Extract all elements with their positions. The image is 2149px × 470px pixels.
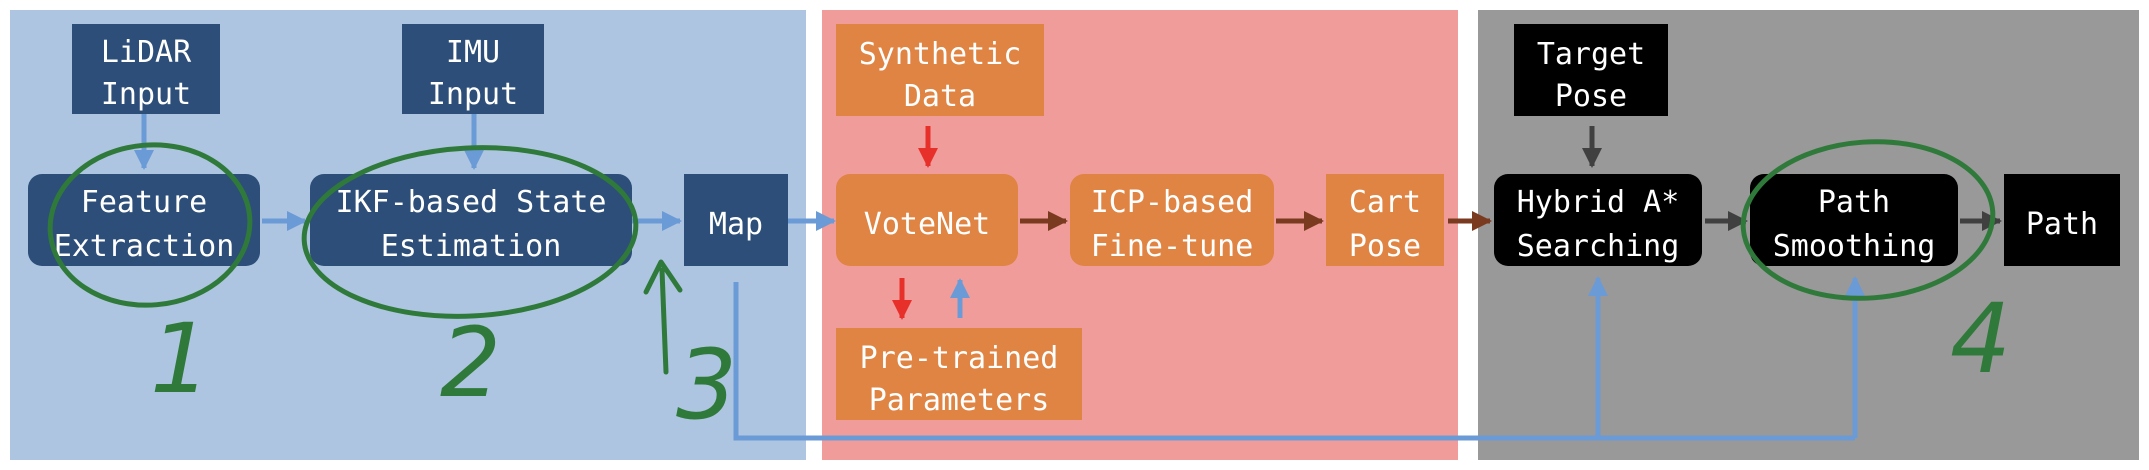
synthetic-data-label-1: Synthetic (859, 37, 1022, 72)
cart-pose-label-1: Cart (1349, 185, 1421, 220)
imu-input-label-1: IMU (446, 35, 500, 70)
votenet-node: VoteNet (836, 174, 1018, 266)
hybrid-astar-label-2: Searching (1517, 229, 1680, 264)
annotation-mark-4: 4 (1950, 283, 2011, 395)
imu-input-node: IMU Input (402, 24, 544, 114)
path-node: Path (2004, 174, 2120, 266)
annotation-ellipse-2 (301, 145, 639, 319)
imu-input-label-2: Input (428, 77, 518, 112)
cart-pose-node: Cart Pose (1326, 174, 1444, 266)
hybrid-astar-label-1: Hybrid A* (1517, 185, 1680, 220)
synthetic-data-label-2: Data (904, 79, 976, 114)
annotation-mark-1: 1 (150, 303, 211, 415)
lidar-input-label-2: Input (101, 77, 191, 112)
path-label: Path (2026, 207, 2098, 242)
path-smoothing-label-1: Path (1818, 185, 1890, 220)
map-label: Map (709, 207, 763, 242)
annotation-mark-2: 2 (440, 307, 501, 419)
lidar-input-label-1: LiDAR (101, 35, 192, 70)
target-pose-node: Target Pose (1514, 24, 1668, 116)
ikf-state-estimation-node: IKF-based State Estimation (310, 174, 632, 266)
target-pose-label-2: Pose (1555, 79, 1627, 114)
path-smoothing-label-2: Smoothing (1773, 229, 1936, 264)
cart-pose-label-2: Pose (1349, 229, 1421, 264)
path-smoothing-node: Path Smoothing (1750, 174, 1958, 266)
annotation-arrow-3 (643, 259, 683, 375)
lidar-input-node: LiDAR Input (72, 24, 220, 114)
icp-label-2: Fine-tune (1091, 229, 1254, 264)
feature-extraction-label-1: Feature (81, 185, 207, 220)
pretrained-parameters-node: Pre-trained Parameters (836, 328, 1082, 420)
pretrained-label-1: Pre-trained (860, 341, 1059, 376)
icp-label-1: ICP-based (1091, 185, 1254, 220)
target-pose-label-1: Target (1537, 37, 1645, 72)
votenet-label: VoteNet (864, 207, 990, 242)
hybrid-astar-node: Hybrid A* Searching (1494, 174, 1702, 266)
annotation-mark-3: 3 (676, 329, 737, 441)
map-node: Map (684, 174, 788, 266)
pretrained-label-2: Parameters (869, 383, 1050, 418)
annotation-ellipse-4 (1740, 139, 1996, 301)
ikf-label-2: Estimation (381, 229, 562, 264)
icp-finetune-node: ICP-based Fine-tune (1070, 174, 1274, 266)
ikf-label-1: IKF-based State (336, 185, 607, 220)
map-feedback-line (733, 282, 1855, 441)
synthetic-data-node: Synthetic Data (836, 24, 1044, 116)
feature-extraction-node: Feature Extraction (28, 174, 260, 266)
annotation-ellipse-1 (47, 142, 253, 308)
feature-extraction-label-2: Extraction (54, 229, 235, 264)
